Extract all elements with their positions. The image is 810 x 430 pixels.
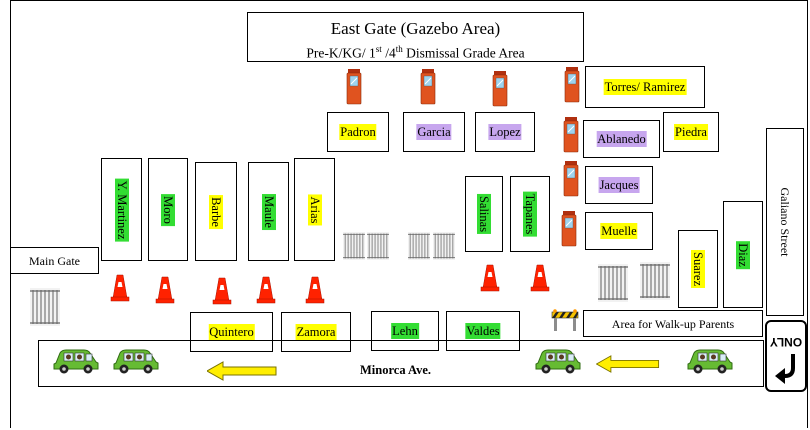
teacher-label: Valdes xyxy=(465,323,501,339)
booth-icon xyxy=(563,160,579,198)
teacher-box-barbe: Barbe xyxy=(195,162,237,261)
title-box: East Gate (Gazebo Area) Pre-K/KG/ 1st /4… xyxy=(247,12,584,62)
teacher-box-tapanes: Tapanes xyxy=(510,176,550,252)
main-gate: Main Gate xyxy=(10,247,99,274)
teacher-label: Moro xyxy=(161,193,175,226)
teacher-label: Zamora xyxy=(295,324,337,340)
main-gate-label: Main Gate xyxy=(29,253,80,268)
map-frame xyxy=(10,0,808,428)
teacher-label: Suarez xyxy=(691,249,705,289)
teacher-label: Jacques xyxy=(598,177,640,193)
street-label: Galiano Street xyxy=(778,187,792,257)
teacher-label: Ablanedo xyxy=(596,131,647,147)
walkup-label: Area for Walk-up Parents xyxy=(611,316,735,331)
teacher-label: Maule xyxy=(261,193,276,230)
turn-arrow-icon xyxy=(775,354,795,384)
teacher-box-garcia: Garcia xyxy=(403,112,465,152)
teacher-box-ablanedo: Ablanedo xyxy=(583,120,660,158)
cone-icon xyxy=(480,263,500,293)
teacher-box-piedra: Piedra xyxy=(663,112,719,152)
cone-icon xyxy=(256,275,276,305)
galiano-street: Galiano Street xyxy=(766,128,804,316)
teacher-label: Barbe xyxy=(209,194,223,229)
teacher-box-diaz: Diaz xyxy=(723,201,763,308)
teacher-box-valdes: Valdes xyxy=(446,311,520,351)
teacher-box-moro: Moro xyxy=(148,158,188,261)
teacher-box-y-martinez: Y. Martinez xyxy=(101,158,142,261)
teacher-box-suarez: Suarez xyxy=(678,230,718,308)
teacher-box-maule: Maule xyxy=(248,162,289,261)
fence-icon xyxy=(367,232,389,260)
fence-icon xyxy=(640,262,670,300)
booth-icon xyxy=(561,210,577,248)
booth-icon xyxy=(420,68,436,106)
booth-icon xyxy=(563,116,579,154)
car-icon xyxy=(52,345,100,375)
teacher-box-jacques: Jacques xyxy=(585,166,653,204)
teacher-label: Torres/ Ramirez xyxy=(603,79,687,95)
teacher-label: Tapanes xyxy=(523,191,537,237)
teacher-box-zamora: Zamora xyxy=(281,312,351,352)
left-arrow-icon xyxy=(207,361,277,381)
teacher-box-torres-ramirez: Torres/ Ramirez xyxy=(585,66,705,108)
teacher-box-lopez: Lopez xyxy=(475,112,535,152)
minorca-ave-road xyxy=(38,340,764,387)
teacher-label: Lehn xyxy=(391,323,419,339)
walkup-parents-area: Area for Walk-up Parents xyxy=(583,310,763,337)
teacher-box-salinas: Salinas xyxy=(465,176,503,252)
cone-icon xyxy=(110,273,130,303)
booth-icon xyxy=(346,68,362,106)
teacher-label: Muelle xyxy=(600,223,638,239)
cone-icon xyxy=(305,275,325,305)
fence-icon xyxy=(598,264,628,302)
car-icon xyxy=(686,345,734,375)
fence-icon xyxy=(433,232,455,260)
barrier-icon xyxy=(551,309,579,331)
teacher-label: Padron xyxy=(339,124,377,140)
teacher-box-lehn: Lehn xyxy=(371,311,439,351)
only-sign: ONLY xyxy=(765,320,807,392)
fence-icon xyxy=(408,232,430,260)
teacher-label: Quintero xyxy=(208,324,255,340)
booth-icon xyxy=(564,66,580,104)
only-sign-text: ONLY xyxy=(769,335,803,349)
cone-icon xyxy=(155,275,175,305)
teacher-box-padron: Padron xyxy=(327,112,389,152)
page-title: East Gate (Gazebo Area) xyxy=(330,19,501,38)
teacher-box-arias: Arias xyxy=(294,158,335,261)
teacher-label: Lopez xyxy=(488,124,522,140)
fence-icon xyxy=(30,288,60,326)
cone-icon xyxy=(530,263,550,293)
teacher-label: Salinas xyxy=(477,193,491,235)
fence-icon xyxy=(343,232,365,260)
car-icon xyxy=(534,345,582,375)
teacher-label: Arias xyxy=(307,193,322,226)
car-icon xyxy=(112,345,160,375)
teacher-label: Garcia xyxy=(416,124,452,140)
cone-icon xyxy=(212,276,232,306)
page-subtitle: Pre-K/KG/ 1st /4th Dismissal Grade Area xyxy=(306,44,525,61)
teacher-box-quintero: Quintero xyxy=(190,312,273,352)
teacher-box-muelle: Muelle xyxy=(585,212,653,250)
booth-icon xyxy=(492,70,508,108)
teacher-label: Y. Martinez xyxy=(114,178,129,241)
road-label: Minorca Ave. xyxy=(360,363,432,377)
teacher-label: Piedra xyxy=(674,124,708,140)
teacher-label: Diaz xyxy=(736,240,750,269)
left-arrow-icon xyxy=(596,355,660,373)
